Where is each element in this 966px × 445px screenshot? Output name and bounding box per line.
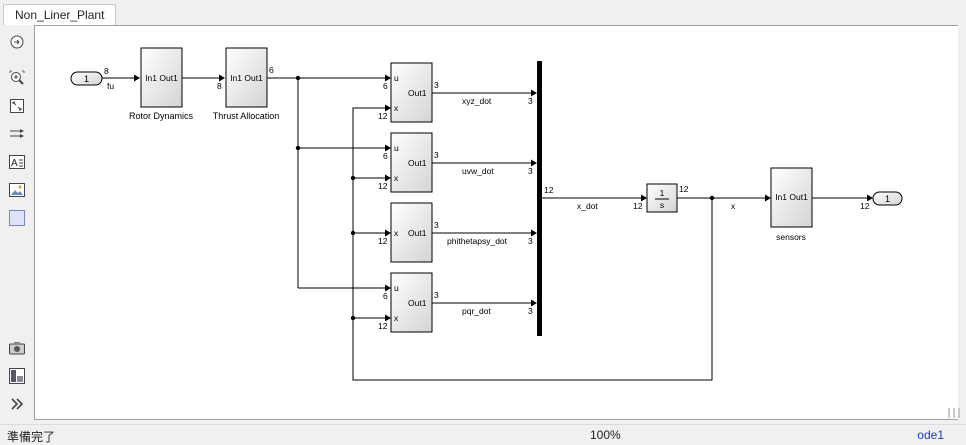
branch-points	[295, 75, 715, 321]
blk3-port-out: Out1	[408, 228, 427, 238]
blk1-out-width: 3	[434, 80, 439, 90]
wire-arrowheads	[134, 74, 873, 322]
blk1-port-x: x	[394, 103, 399, 113]
sensors-block[interactable]: In1 Out1	[770, 167, 813, 228]
tab-bar: Non_Liner_Plant	[0, 0, 966, 26]
blk3-out-width: 3	[434, 220, 439, 230]
blk1-u-width: 6	[383, 81, 388, 91]
annotation-icon[interactable]: A	[7, 152, 27, 172]
mux-out-width: 12	[544, 185, 554, 195]
sensors-label: sensors	[776, 232, 806, 242]
blk4-port-u: u	[394, 283, 399, 293]
mux-in4-width: 3	[528, 306, 533, 316]
thrust-ports: In1 Out1	[230, 73, 263, 83]
inport-signal-label: fu	[107, 81, 114, 91]
resize-grip-icon[interactable]	[946, 406, 962, 418]
blk2-port-x: x	[394, 173, 399, 183]
phithetapsy-dot-label: phithetapsy_dot	[447, 236, 508, 246]
integrator-block[interactable]: 1 s	[646, 183, 678, 213]
diagram-canvas[interactable]: 1 8 fu In1 Out1 Rotor Dynamics In1 Out1 …	[34, 25, 959, 420]
blk4-x-width: 12	[378, 321, 388, 331]
thrust-in-width: 8	[217, 81, 222, 91]
navigate-icon[interactable]	[7, 32, 27, 52]
mux-in2-width: 3	[528, 166, 533, 176]
blk1-port-u: u	[394, 73, 399, 83]
inport-width: 8	[104, 66, 109, 76]
mux-in3-width: 3	[528, 236, 533, 246]
status-solver-link[interactable]: ode1	[917, 428, 944, 442]
blk4-port-out: Out1	[408, 298, 427, 308]
blk1-x-width: 12	[378, 111, 388, 121]
x-dot-label: x_dot	[577, 201, 598, 211]
expand-icon[interactable]	[7, 394, 27, 414]
xyz-subsystem-block[interactable]: u x Out1	[390, 62, 433, 123]
uvw-dot-label: uvw_dot	[462, 166, 494, 176]
image-icon[interactable]	[7, 180, 27, 200]
zoom-icon[interactable]	[7, 68, 27, 88]
x-state-label: x	[731, 201, 736, 211]
blk4-port-x: x	[394, 313, 399, 323]
tab-model[interactable]: Non_Liner_Plant	[3, 4, 117, 25]
palette-toolbar: A	[0, 26, 33, 420]
integrator-in-width: 12	[633, 201, 643, 211]
xyz-dot-label: xyz_dot	[462, 96, 492, 106]
status-zoom: 100%	[590, 428, 621, 442]
blk4-out-width: 3	[434, 290, 439, 300]
integrator-denominator: s	[660, 200, 664, 210]
area-icon[interactable]	[7, 208, 27, 228]
integrator-numerator: 1	[660, 188, 665, 198]
pqr-subsystem-block[interactable]: u x Out1	[390, 272, 433, 333]
phithetapsy-subsystem-block[interactable]: x Out1	[390, 202, 433, 263]
inport-block[interactable]: 1	[70, 71, 103, 86]
inport-number: 1	[84, 74, 89, 84]
rotor-dynamics-block[interactable]: In1 Out1	[140, 47, 183, 108]
status-ready: 準備完了	[7, 430, 56, 444]
status-bar: 準備完了 100% ode1	[0, 424, 966, 445]
thrust-allocation-block[interactable]: In1 Out1	[225, 47, 268, 108]
block-diagram: 1 8 fu In1 Out1 Rotor Dynamics In1 Out1 …	[70, 47, 903, 381]
rotor-ports: In1 Out1	[145, 73, 178, 83]
blk1-port-out: Out1	[408, 88, 427, 98]
blk3-port-x: x	[394, 228, 399, 238]
signal-icon[interactable]	[7, 124, 27, 144]
model-browser-icon[interactable]	[7, 366, 27, 386]
blk2-out-width: 3	[434, 150, 439, 160]
signal-wires	[102, 77, 869, 381]
vertical-scrollbar[interactable]	[958, 25, 966, 420]
sensors-out-width: 12	[860, 201, 870, 211]
blk2-port-out: Out1	[408, 158, 427, 168]
mux-block[interactable]	[537, 61, 542, 336]
blk3-x-width: 12	[378, 236, 388, 246]
blk2-port-u: u	[394, 143, 399, 153]
camera-icon[interactable]	[7, 338, 27, 358]
outport-number: 1	[885, 194, 890, 204]
thrust-allocation-label: Thrust Allocation	[213, 111, 280, 121]
thrust-out-width: 6	[269, 65, 274, 75]
outport-block[interactable]: 1	[872, 191, 903, 206]
rotor-dynamics-label: Rotor Dynamics	[129, 111, 194, 121]
blk2-u-width: 6	[383, 151, 388, 161]
sensors-ports: In1 Out1	[775, 192, 808, 202]
blk2-x-width: 12	[378, 181, 388, 191]
integrator-out-width: 12	[679, 184, 689, 194]
uvw-subsystem-block[interactable]: u x Out1	[390, 132, 433, 193]
mux-in1-width: 3	[528, 96, 533, 106]
fit-view-icon[interactable]	[7, 96, 27, 116]
pqr-dot-label: pqr_dot	[462, 306, 491, 316]
svg-text:A: A	[11, 158, 18, 169]
blk4-u-width: 6	[383, 291, 388, 301]
